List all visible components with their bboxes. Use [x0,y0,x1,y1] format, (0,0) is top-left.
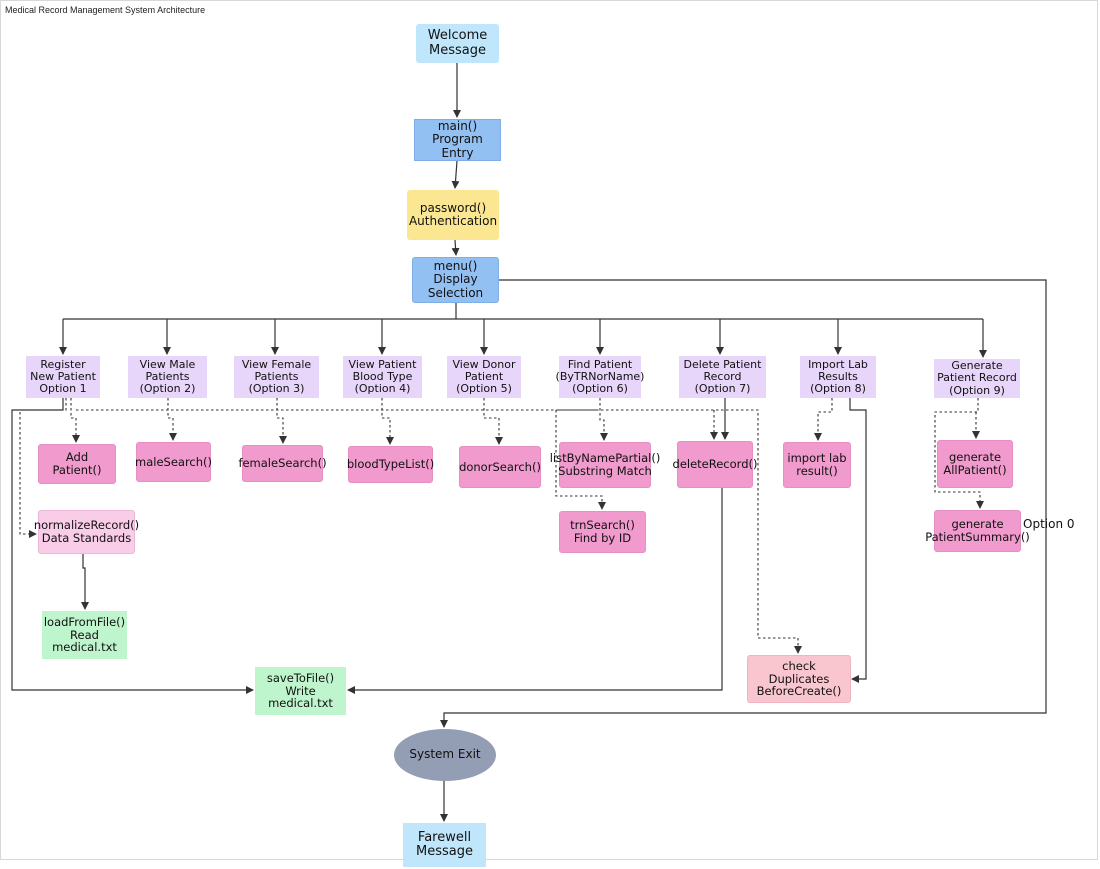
edge-opt1-normalize [19,398,67,538]
import-lab-node: import lab result() [783,442,851,488]
option-5-node: View Donor Patient (Option 5) [447,356,521,398]
edge-main-password [451,160,460,189]
edge-opt1-check [76,409,802,654]
female-search-node: femaleSearch() [238,445,327,482]
edge-opt4-blood [381,398,394,445]
blood-type-list-node: bloodTypeList() [347,446,434,483]
option-9-node: Generate Patient Record (Option 9) [934,359,1020,398]
list-by-name-node: listByNamePartial() Substring Match [550,442,660,488]
option-4-node: View Patient Blood Type (Option 4) [343,356,422,398]
load-from-file-node: loadFromFile() Read medical.txt [42,611,127,659]
edge-opt8-import [814,398,833,441]
edge-opt2-male [167,398,177,441]
main-entry-node: main() Program Entry [414,119,501,161]
edge-opt1-add [70,398,80,443]
save-to-file-node: saveToFile() Write medical.txt [255,667,346,715]
edge-delete-save [347,488,723,694]
edge-opt6-list [599,398,608,441]
edge-import-check [849,398,867,683]
option-1-node: Register New Patient Option 1 [26,356,100,398]
generate-all-node: generate AllPatient() [937,440,1013,488]
edge-password-menu [451,239,460,256]
option-3-node: View Female Patients (Option 3) [234,356,319,398]
password-auth-node: password() Authentication [407,190,499,240]
option-8-node: Import Lab Results (Option 8) [800,356,876,398]
edge-normalize-load [81,554,89,610]
trn-search-node: trnSearch() Find by ID [559,511,646,553]
donor-search-node: donorSearch() [459,446,541,488]
edge-opt3-female [276,398,287,444]
male-search-node: maleSearch() [135,442,212,482]
edge-register-save [11,398,254,694]
delete-record-node: deleteRecord() [673,441,757,488]
farewell-message-node: Farewell Message [403,823,486,867]
add-patient-node: Add Patient() [38,444,116,484]
system-exit-node: System Exit [394,729,496,781]
edge-opt6-trn [555,409,606,510]
welcome-message-node: Welcome Message [416,24,499,63]
option-6-node: Find Patient (ByTRNorName) (Option 6) [556,356,644,398]
edge-opt9-genall [934,398,984,509]
edge-opt5-donor [483,398,503,445]
edge-menu-exit [440,279,1047,728]
check-duplicates-node: check Duplicates BeforeCreate() [747,655,851,703]
option-7-node: Delete Patient Record (Option 7) [679,356,766,398]
option-0-label: Option 0 [1023,517,1075,531]
diagram-title: Medical Record Management System Archite… [5,5,206,15]
edge-menu-bus [63,303,983,320]
normalize-record-node: normalizeRecord() Data Standards [34,510,139,554]
option-2-node: View Male Patients (Option 2) [128,356,207,398]
menu-display-node: menu() Display Selection [412,257,499,303]
generate-summary-node: generate PatientSummary() [925,510,1030,552]
